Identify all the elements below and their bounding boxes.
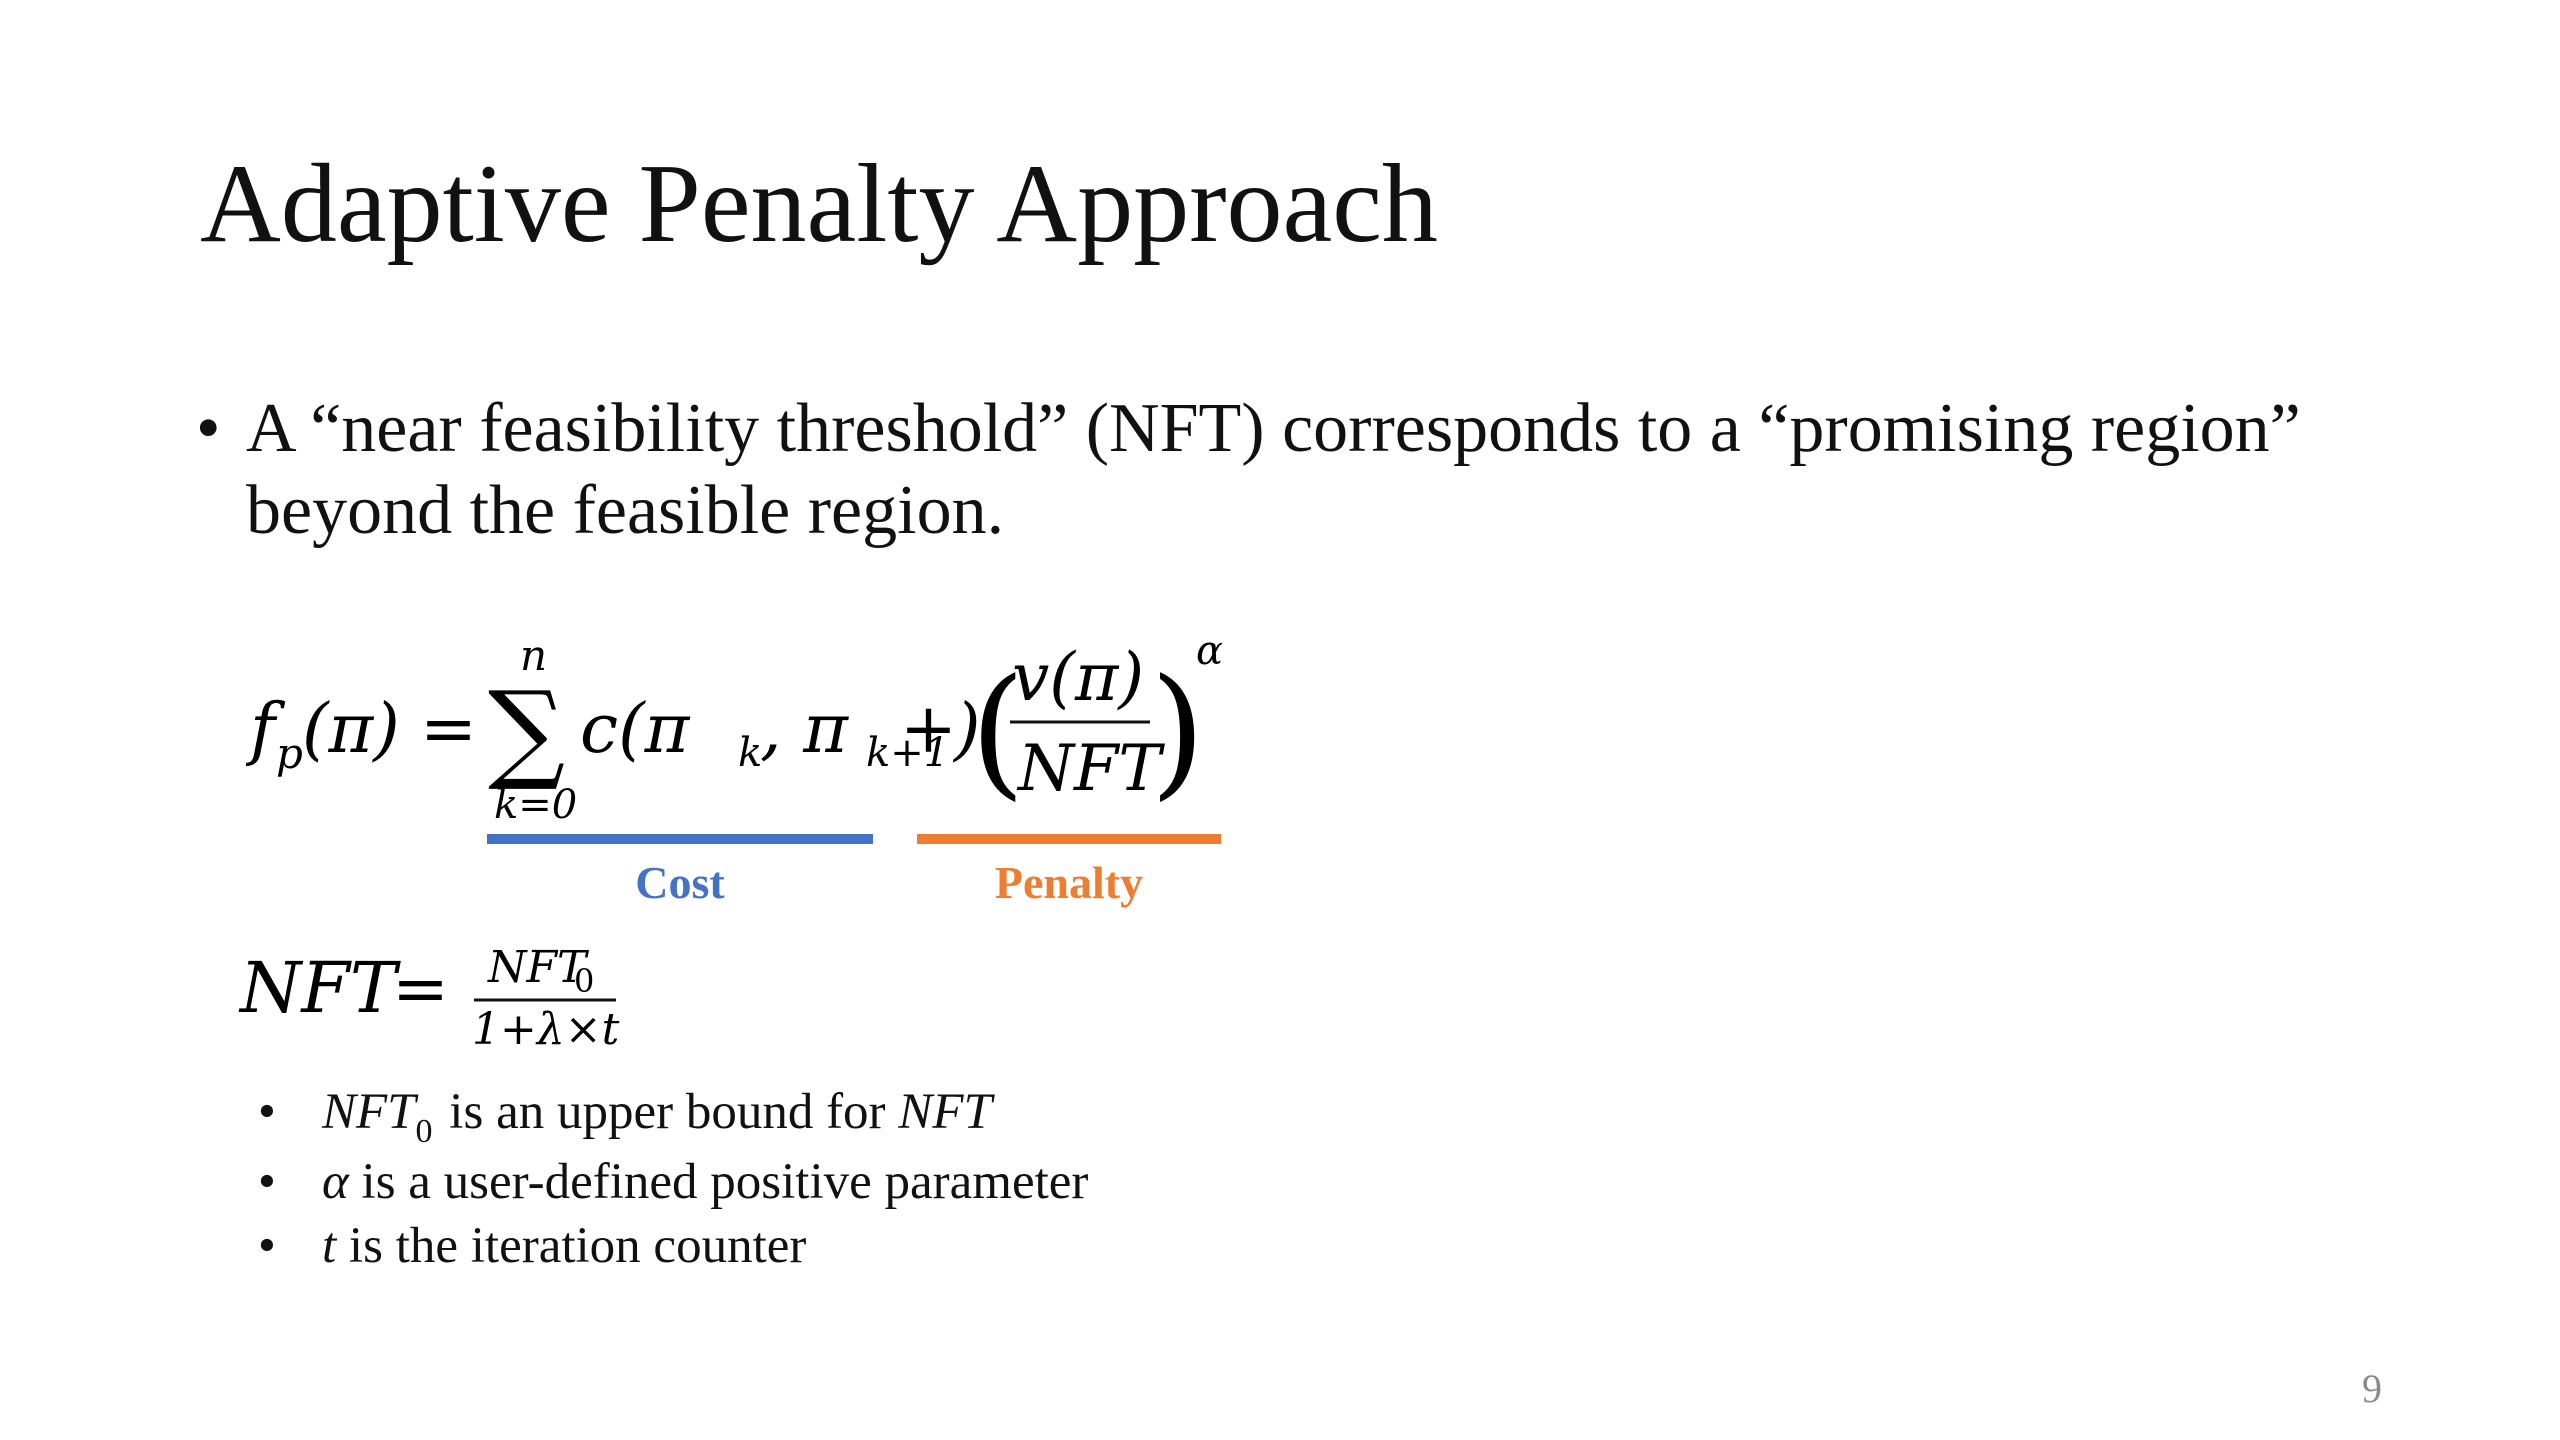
formula-annotations: Cost Penalty — [487, 834, 1221, 908]
sum-upper-limit: n — [520, 631, 547, 680]
paren-close: ) — [1150, 649, 1205, 814]
bullet-marker: • — [258, 1084, 276, 1140]
definition-item: • t is the iteration counter — [258, 1214, 1088, 1278]
slide-title: Adaptive Penalty Approach — [200, 142, 1438, 266]
nft-numerator: NFT — [487, 942, 590, 993]
fraction-numerator: v(π) — [1012, 639, 1144, 716]
sum-lower-limit: k=0 — [494, 782, 577, 828]
nft-equals: = — [392, 950, 449, 1029]
cost-term-close: ) — [952, 690, 981, 769]
definition-symbol-sub: 0 — [415, 1113, 433, 1150]
formula-equals: = — [420, 690, 477, 769]
bullet-marker: • — [258, 1154, 276, 1210]
cost-sub-k: k — [738, 730, 762, 776]
bullet-marker: • — [196, 390, 221, 467]
cost-label: Cost — [635, 857, 725, 908]
penalty-function-formula: f p (π) = n ∑ k=0 c(π k , π k+1 ) + ( v(… — [245, 628, 1223, 828]
cost-term-start: c(π — [580, 690, 691, 769]
penalty-label: Penalty — [995, 857, 1143, 908]
nft-lhs: NFT — [238, 947, 401, 1029]
bullet-marker: • — [258, 1218, 276, 1274]
nft-numerator-sub: 0 — [574, 962, 594, 1000]
sum-symbol: ∑ — [488, 669, 565, 794]
definition-text: is an upper bound for — [436, 1084, 899, 1140]
penalty-underline — [917, 834, 1221, 844]
page-number: 9 — [2362, 1366, 2382, 1411]
formula-lhs-arg: (π) — [302, 690, 400, 769]
fraction-denominator: NFT — [1016, 732, 1165, 806]
definition-symbol: α — [322, 1154, 349, 1210]
definition-symbol: NFT — [322, 1084, 416, 1140]
exponent-alpha: α — [1196, 628, 1223, 674]
formula-lhs-sub: p — [276, 729, 303, 778]
definition-text: is a user-defined positive parameter — [348, 1154, 1089, 1210]
cost-underline — [487, 834, 873, 844]
definition-text: is the iteration counter — [336, 1218, 807, 1274]
definition-item: • NFT0 is an upper bound for NFT — [258, 1080, 1088, 1150]
definition-symbol: t — [322, 1218, 337, 1274]
formula-plus: + — [900, 690, 957, 769]
main-bullet-text: A “near feasibility threshold” (NFT) cor… — [246, 390, 2301, 549]
paren-open: ( — [970, 649, 1025, 814]
main-bullet: • A “near feasibility threshold” (NFT) c… — [196, 388, 2336, 552]
cost-sub-k1: k+1 — [866, 730, 949, 776]
definition-item: • α is a user-defined positive parameter — [258, 1150, 1088, 1214]
definition-list: • NFT0 is an upper bound for NFT • α is … — [258, 1080, 1088, 1278]
nft-denominator: 1+λ×t — [472, 1004, 620, 1055]
cost-term-mid: , π — [760, 690, 849, 769]
definition-trailing-symbol: NFT — [898, 1084, 992, 1140]
nft-formula: NFT = NFT 0 1+λ×t — [238, 942, 620, 1055]
